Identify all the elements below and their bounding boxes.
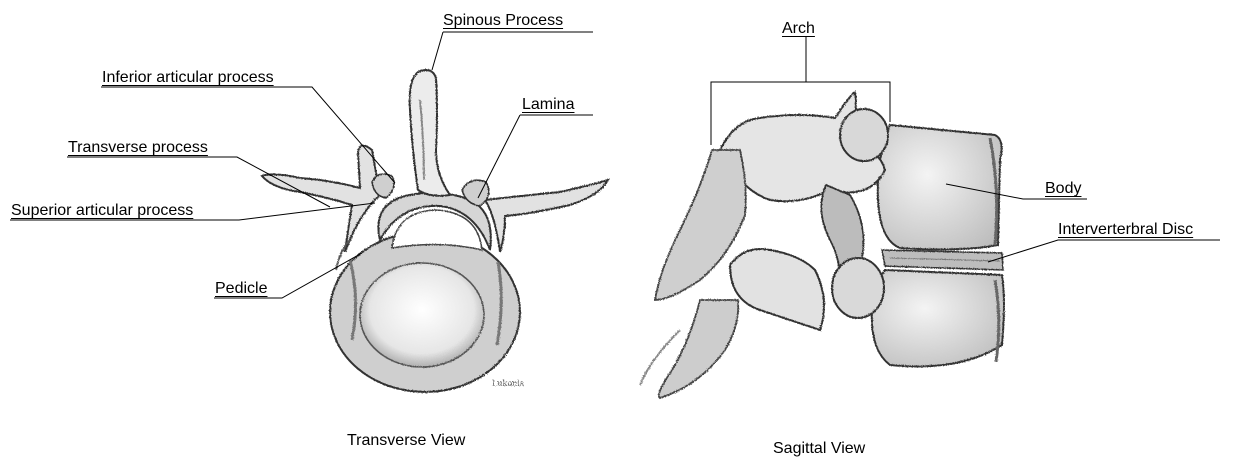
label-intervertebral-disc: Interverterbral Disc [1058,221,1193,239]
label-spinous-process: Spinous Process [443,12,563,30]
label-superior-articular-process: Superior articular process [11,202,193,220]
label-lamina: Lamina [522,96,574,114]
spinous-process-drawing [410,70,450,196]
lower-vertebral-body [872,270,1004,366]
posterior-arch-transverse [262,145,380,252]
transverse-leader-lines [10,32,593,298]
label-inferior-articular-process: Inferior articular process [102,69,274,87]
label-transverse-process: Transverse process [68,139,208,157]
svg-text:Lukonis: Lukonis [492,379,524,388]
sagittal-vertebra-drawing [640,92,1004,398]
upper-vertebral-body [878,125,1002,249]
caption-sagittal-view: Sagittal View [773,440,865,458]
transverse-vertebra-drawing: Lukonis [262,70,608,392]
label-body: Body [1045,180,1081,198]
intervertebral-disc-drawing [882,250,1003,270]
label-pedicle: Pedicle [215,280,267,298]
label-arch: Arch [782,20,815,38]
caption-transverse-view: Transverse View [347,432,465,450]
